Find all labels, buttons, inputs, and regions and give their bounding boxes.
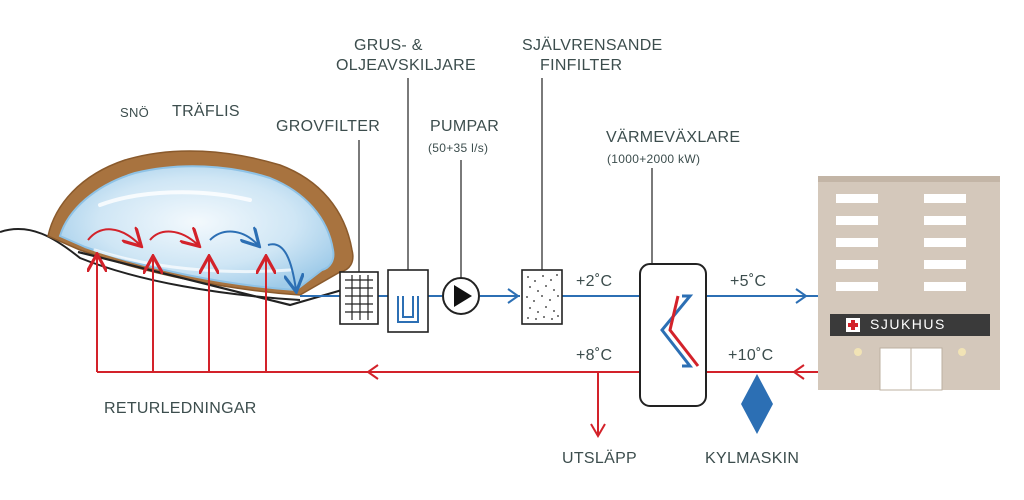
- label-sno: SNÖ: [120, 105, 150, 120]
- temp-plus2: +2˚C: [576, 273, 613, 290]
- flow-arrow-red-1: [87, 229, 140, 245]
- label-returledningar: RETURLEDNINGAR: [104, 400, 257, 417]
- hospital-sign-text: SJUKHUS: [870, 316, 946, 332]
- label-grus-line2: OLJEAVSKILJARE: [336, 57, 476, 74]
- pump: [442, 277, 480, 315]
- temp-plus5: +5˚C: [730, 273, 767, 290]
- label-grus-line1: GRUS- &: [354, 37, 423, 54]
- flow-arrow-blue-2: [267, 243, 296, 290]
- discharge-arrow: [590, 423, 606, 438]
- chiller-diamond: [741, 374, 773, 434]
- label-varme: VÄRMEVÄXLARE: [606, 129, 741, 146]
- flow-arrow-blue-1: [209, 232, 258, 245]
- label-varme-sub: (1000+2000 kW): [607, 152, 701, 166]
- return-arrow-left: [366, 364, 379, 380]
- label-pumpar-sub: (50+35 l/s): [428, 141, 489, 155]
- label-grovfilter: GROVFILTER: [276, 118, 381, 135]
- label-sjalv-line1: SJÄLVRENSANDE: [522, 37, 663, 54]
- label-utslapp: UTSLÄPP: [562, 450, 638, 467]
- coarse-filter: [339, 271, 379, 325]
- label-kylmaskin: KYLMASKIN: [705, 450, 800, 467]
- temp-plus8: +8˚C: [576, 347, 613, 364]
- temp-plus10: +10˚C: [728, 347, 774, 364]
- label-traflis: TRÄFLIS: [172, 103, 240, 120]
- flow-arrow-red-2: [149, 232, 198, 245]
- hospital-building: [818, 176, 1000, 391]
- oil-separator: [387, 269, 429, 333]
- return-arrow-from-building: [792, 364, 805, 380]
- label-pumpar: PUMPAR: [430, 118, 500, 135]
- label-sjalv-line2: FINFILTER: [540, 57, 623, 74]
- fine-filter: [521, 269, 563, 325]
- heat-exchanger: [639, 263, 707, 407]
- hospital-sign: [830, 314, 990, 336]
